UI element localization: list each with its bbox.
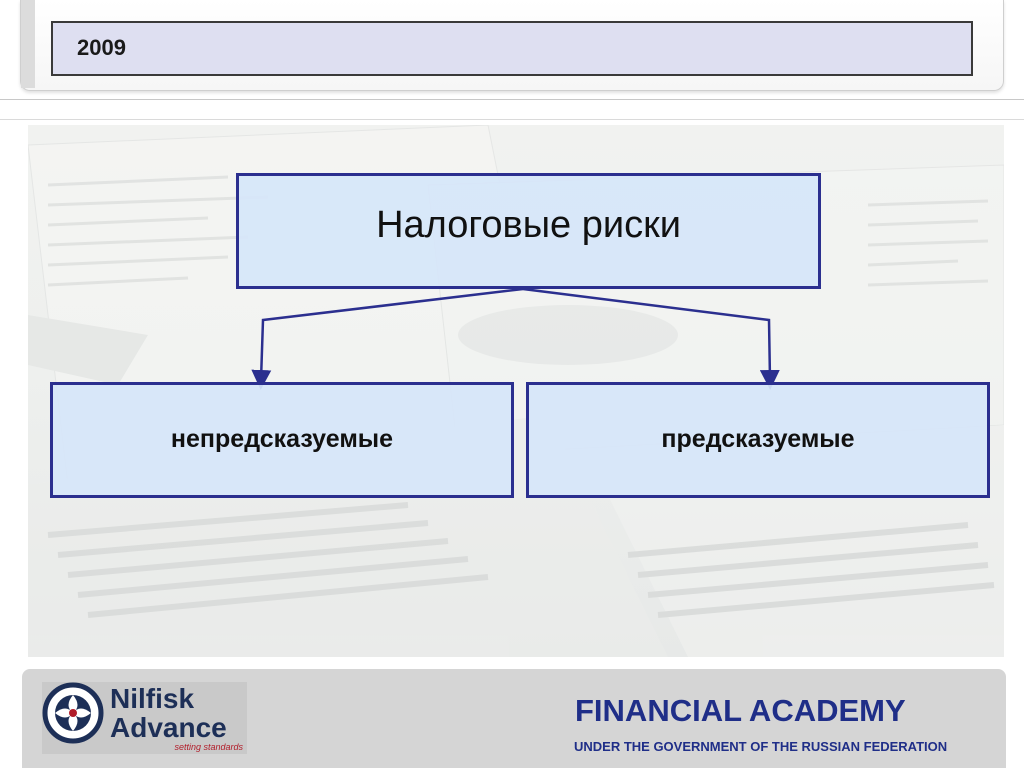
tax-risks-node: Налоговые риски [236, 173, 821, 289]
academy-title: FINANCIAL ACADEMY [575, 693, 906, 729]
predictable-label: предсказуемые [661, 425, 854, 454]
logo-text-nilfisk: Nilfisk [110, 683, 194, 715]
connector-right [523, 289, 770, 380]
nilfisk-logo: Nilfisk Advance setting standards [42, 682, 247, 754]
tax-risks-label: Налоговые риски [376, 204, 681, 247]
logo-text-advance: Advance [110, 712, 227, 744]
unpredictable-label: непредсказуемые [171, 425, 393, 454]
nilfisk-emblem-icon [42, 682, 104, 744]
unpredictable-node: непредсказуемые [50, 382, 514, 498]
predictable-node: предсказуемые [526, 382, 990, 498]
logo-tagline: setting standards [174, 742, 243, 752]
footer: Nilfisk Advance setting standards FINANC… [22, 669, 1006, 768]
academy-subtitle: UNDER THE GOVERNMENT OF THE RUSSIAN FEDE… [574, 739, 947, 754]
connector-left [261, 289, 523, 380]
